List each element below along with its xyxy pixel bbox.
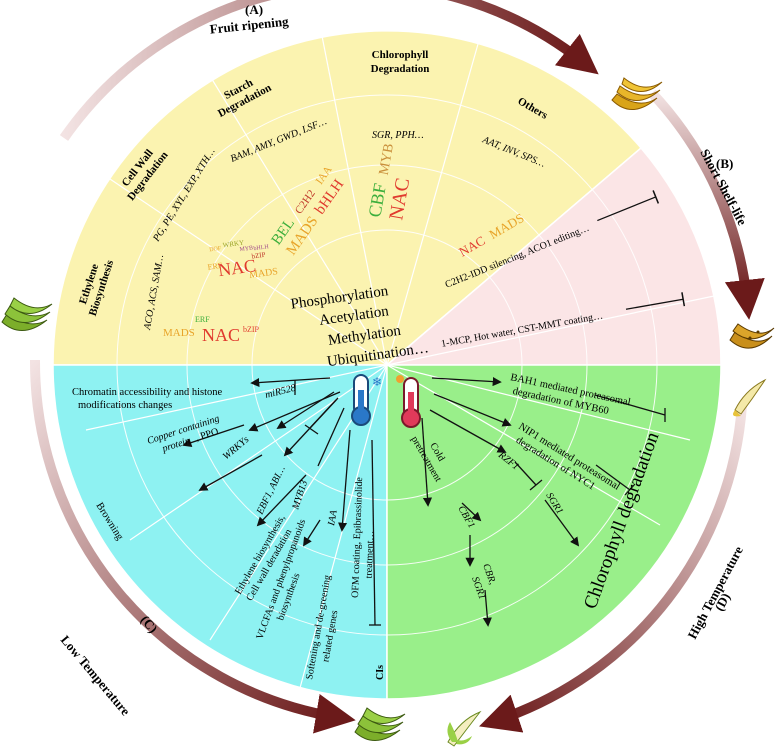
- low-temp-arrows: [182, 377, 381, 626]
- tf-cw-bhlh: bHLH: [253, 244, 270, 252]
- category-chlorophyll-line2: Degradation: [371, 63, 430, 75]
- cold-thermometer-icon: ❄: [351, 374, 382, 426]
- sector-high-temperature: [386, 364, 722, 700]
- tf-cw-myb: MYB: [239, 245, 253, 253]
- low-cis: CIs: [375, 665, 386, 680]
- genes-chlorophyll: SGR, PPH…: [372, 130, 424, 141]
- sector-ripening: [52, 30, 643, 366]
- banana-ripe-icon: [611, 77, 663, 110]
- low-iaa: IAA: [326, 508, 340, 527]
- tf-cellwall-cluster: DOF WRKY ERF NAC bZIP MYB bHLH MADS: [207, 239, 279, 281]
- arrow-ripening: [59, 0, 599, 141]
- label-b: (B): [716, 156, 733, 171]
- tf-ch-myb: MYB: [377, 142, 397, 176]
- low-ofm-line2: treatment…: [364, 530, 377, 578]
- arrow-high-temperature: [479, 404, 747, 733]
- tf-eth-nac: NAC: [202, 325, 240, 345]
- banana-green-left-icon: [1, 297, 53, 331]
- tf-cw-erf: ERF: [207, 261, 223, 272]
- label-d: (D): [711, 590, 733, 613]
- sector-shelf-life: [384, 146, 722, 366]
- low-ofm-line1: OFM coating, Epibrassinolide: [350, 476, 365, 598]
- title-low-temperature: Low Temperature: [58, 632, 134, 718]
- label-a: (A): [245, 2, 263, 17]
- high-temp-arrows: [421, 377, 666, 627]
- tf-eth-bzip: bZIP: [243, 325, 260, 334]
- banana-peeled-icon: [733, 378, 767, 417]
- category-chlorophyll-line1: Chlorophyll: [372, 49, 429, 61]
- banana-peeled-green-icon: [447, 710, 482, 747]
- low-chromatin-1: Chromatin accessibility and histone: [72, 387, 223, 398]
- tf-cw-dof: DOF: [209, 246, 222, 254]
- svg-text:❄: ❄: [372, 375, 382, 389]
- arrow-low-temperature: [29, 359, 356, 734]
- low-ofm: OFM coating, Epibrassinolide treatment…: [350, 476, 377, 598]
- tf-cw-bzip: bZIP: [251, 251, 266, 261]
- banana-green-bottom-icon: [354, 707, 406, 741]
- banana-spotted-icon: [729, 323, 775, 349]
- tf-eth-erf: ERF: [195, 315, 210, 324]
- tf-cw-wrky: WRKY: [222, 239, 244, 250]
- tf-cw-mads: MADS: [248, 266, 278, 281]
- main-wheel: [52, 30, 722, 700]
- tf-eth-mads: MADS: [163, 327, 195, 339]
- tf-ethylene-cluster: ERF MADS NAC bZIP: [163, 315, 260, 345]
- hot-thermometer-icon: [396, 375, 421, 428]
- arrow-shelf-life: [648, 89, 765, 320]
- category-chlorophyll: Chlorophyll Degradation: [371, 49, 430, 75]
- low-chromatin-2: modifications changes: [78, 400, 172, 411]
- sector-low-temperature: [52, 364, 388, 700]
